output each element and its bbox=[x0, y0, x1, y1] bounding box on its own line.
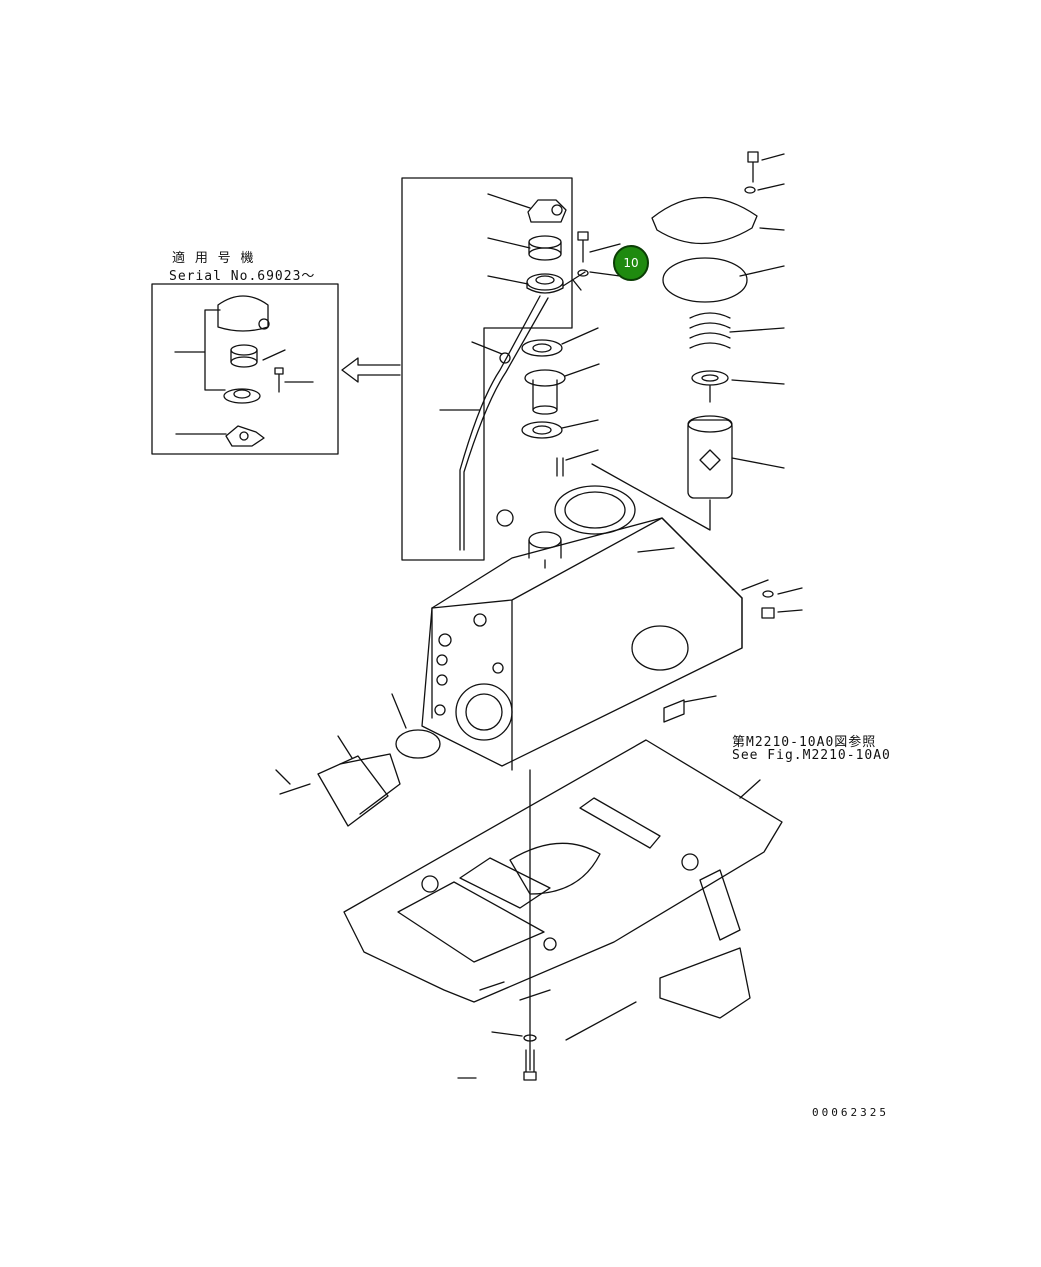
arrow-left-icon bbox=[341, 357, 401, 383]
reference-note-jp: 第M2210-10A0図参照 bbox=[732, 735, 877, 750]
drawing-number: 00062325 bbox=[812, 1106, 889, 1119]
filter-stack bbox=[591, 151, 785, 531]
bottom-bolts bbox=[457, 1031, 537, 1081]
bolt-washer-group bbox=[577, 231, 621, 277]
inset-variant-box bbox=[151, 283, 339, 455]
inset-caption-line1: 適 用 号 機 bbox=[172, 251, 255, 266]
suction-strainer bbox=[275, 693, 441, 827]
hydraulic-tank bbox=[421, 485, 769, 771]
part-callout-10[interactable]: 10 bbox=[613, 245, 649, 281]
reference-note-en: See Fig.M2210-10A0 bbox=[732, 748, 891, 763]
detail-box-frame bbox=[401, 177, 586, 561]
drain-plug-group bbox=[663, 587, 803, 723]
base-frame bbox=[343, 739, 783, 1071]
inset-caption-line2: Serial No.69023～ bbox=[169, 269, 316, 284]
strainer-parts bbox=[521, 327, 600, 477]
